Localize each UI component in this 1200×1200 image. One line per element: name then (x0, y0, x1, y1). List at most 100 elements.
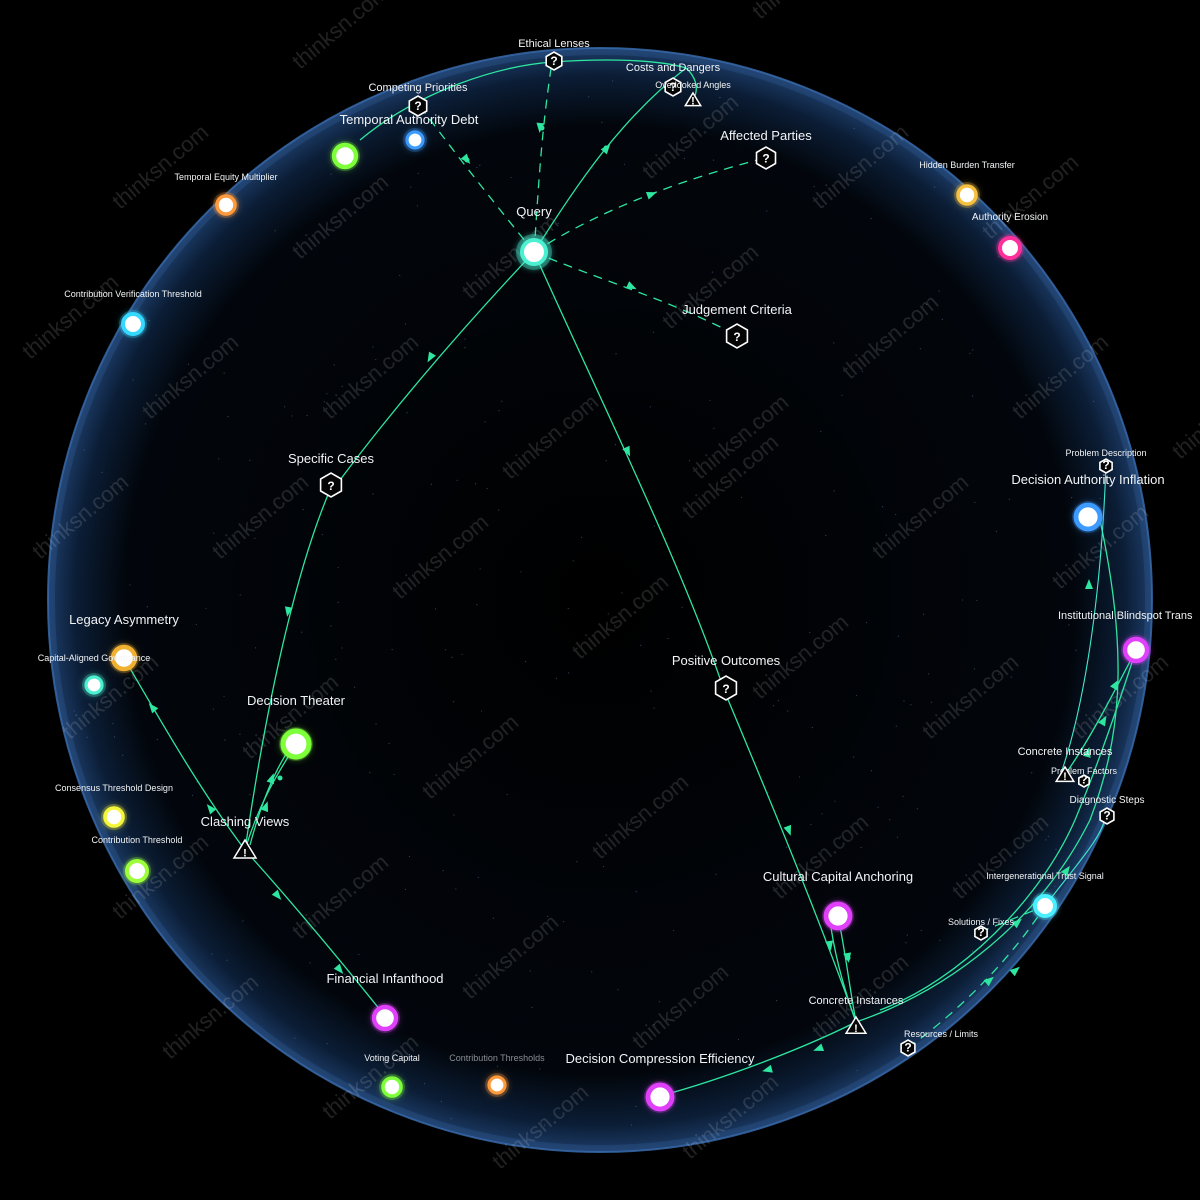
edge-arrowhead (825, 940, 834, 951)
concept-node-cultural-capital-anchoring[interactable]: Cultural Capital Anchoring (763, 869, 913, 932)
star-dot (916, 808, 918, 810)
star-dot (997, 256, 1000, 258)
star-dot (777, 699, 780, 702)
star-dot (713, 427, 715, 429)
question-node-specific-cases[interactable]: ?Specific Cases (288, 451, 374, 498)
concept-node-contribution-thresholds[interactable]: Contribution Thresholds (449, 1053, 545, 1097)
concept-node-institutional-blindspot-trans[interactable]: Institutional Blindspot Trans (1058, 610, 1193, 665)
edge-arrowhead (1098, 715, 1107, 727)
hexagon-question-icon (974, 925, 988, 941)
edge-arrowhead (1082, 747, 1091, 758)
star-dot (903, 700, 905, 702)
star-dot (430, 483, 432, 486)
question-node-resources-limits[interactable]: ?Resources / Limits (900, 1029, 979, 1057)
star-dot (640, 644, 642, 647)
question-node-solutions-fixes[interactable]: ?Solutions / Fixes (948, 917, 1015, 941)
star-dot (798, 776, 801, 778)
node-orb-icon (645, 1082, 675, 1112)
exclamation-glyph: ! (854, 1023, 858, 1035)
warning-node-concrete-instances[interactable]: !Concrete Instances (1018, 746, 1113, 783)
star-dot (484, 421, 486, 423)
star-dot (358, 953, 360, 956)
concept-node-voting-capital[interactable]: Voting Capital (364, 1053, 420, 1100)
star-dot (860, 847, 862, 849)
center-node-query[interactable]: Query (516, 204, 552, 270)
star-dot (496, 1065, 499, 1067)
star-dot (122, 754, 124, 756)
star-dot (146, 606, 148, 608)
star-dot (892, 147, 894, 149)
concept-node-temporal-authority-debt[interactable]: Temporal Authority Debt (330, 112, 479, 171)
warning-triangle-icon (683, 91, 703, 107)
node-orb-icon (121, 312, 145, 336)
concept-node-financial-infanthood[interactable]: Financial Infanthood (326, 971, 444, 1033)
star-dot (853, 756, 855, 758)
star-dot (630, 1124, 633, 1126)
star-dot (86, 736, 88, 738)
edge-arrowhead (206, 804, 217, 815)
star-dot (1055, 848, 1057, 850)
question-node-problem-factors[interactable]: ?Problem Factors (1051, 766, 1118, 788)
star-dot (621, 592, 623, 594)
node-label: Problem Description (1065, 448, 1146, 458)
star-dot (101, 471, 103, 474)
star-dot (926, 303, 928, 306)
concept-node-authority-erosion[interactable]: Authority Erosion (972, 212, 1048, 262)
warning-node-overlooked-angles[interactable]: !Overlooked Angles (655, 80, 731, 108)
star-dot (423, 1082, 426, 1085)
star-dot (517, 474, 519, 476)
question-node-competing-priorities[interactable]: ?Competing Priorities (368, 82, 468, 117)
edge-arrowhead (148, 703, 159, 714)
node-label: Decision Theater (247, 693, 346, 708)
star-dot (581, 536, 583, 538)
edge-query-competing (419, 105, 535, 253)
concept-node-consensus-threshold-design[interactable]: Consensus Threshold Design (55, 783, 173, 830)
edge-clashing-legacy (123, 657, 246, 851)
star-dot (335, 658, 337, 660)
question-node-affected-parties[interactable]: ?Affected Parties (720, 128, 812, 170)
question-node-judgement-criteria[interactable]: ?Judgement Criteria (682, 302, 793, 349)
star-dot (766, 210, 768, 212)
warning-node-concrete-instances[interactable]: !Concrete Instances (809, 995, 904, 1035)
star-dot (1068, 624, 1070, 626)
concept-node-temporal-equity-multiplier[interactable]: Temporal Equity Multiplier (174, 172, 278, 218)
concept-node-legacy-asymmetry[interactable]: Legacy Asymmetry (69, 612, 179, 673)
star-dot (249, 459, 251, 461)
concept-node-hidden-burden-transfer[interactable]: Hidden Burden Transfer (919, 160, 1015, 208)
hexagon-question-icon (725, 323, 749, 349)
star-dot (227, 415, 229, 418)
concept-node-decision-authority-inflation[interactable]: Decision Authority Inflation (1011, 472, 1165, 533)
concept-node-capital-aligned-governance[interactable]: Capital-Aligned Governance (38, 653, 151, 697)
concept-node-contribution-threshold[interactable]: Contribution Threshold (92, 835, 183, 885)
hexagon-question-icon (664, 77, 682, 97)
warning-triangle-icon (844, 1015, 868, 1034)
star-dot (434, 608, 437, 610)
edge-right-arc-7 (1044, 815, 1107, 907)
node-orb-icon (956, 184, 978, 206)
question-node-problem-description[interactable]: ?Problem Description (1065, 448, 1147, 474)
star-dot (649, 1061, 651, 1063)
question-mark-glyph: ? (414, 99, 421, 113)
edge-arrowhead (645, 191, 657, 200)
question-node-ethical-lenses[interactable]: ?Ethical Lenses (518, 38, 590, 71)
star-dot (889, 819, 891, 821)
node-label: Authority Erosion (972, 212, 1048, 223)
star-dot (408, 855, 411, 858)
warning-node-clashing-views[interactable]: !Clashing Views (201, 814, 290, 860)
star-dot (191, 794, 193, 797)
star-dot (211, 953, 213, 955)
node-label: Hidden Burden Transfer (919, 160, 1015, 170)
concept-node-decision-theater[interactable]: Decision Theater (247, 693, 346, 761)
question-node-positive-outcomes[interactable]: ?Positive Outcomes (672, 653, 781, 701)
concept-node-contribution-verification-threshold[interactable]: Contribution Verification Threshold (64, 289, 202, 338)
question-node-costs-and-dangers[interactable]: ?Costs and Dangers (626, 62, 721, 97)
star-dot (416, 205, 419, 207)
concept-node-decision-compression-efficiency[interactable]: Decision Compression Efficiency (565, 1051, 755, 1113)
edge-dot (277, 775, 283, 781)
concept-node-unlabeled-blue[interactable] (403, 128, 427, 152)
hexagon-question-icon (545, 51, 563, 71)
question-node-diagnostic-steps[interactable]: ?Diagnostic Steps (1069, 795, 1145, 825)
star-dot (976, 599, 978, 601)
concept-node-intergenerational-trust-signal[interactable]: Intergenerational Trust Signal (986, 871, 1104, 920)
